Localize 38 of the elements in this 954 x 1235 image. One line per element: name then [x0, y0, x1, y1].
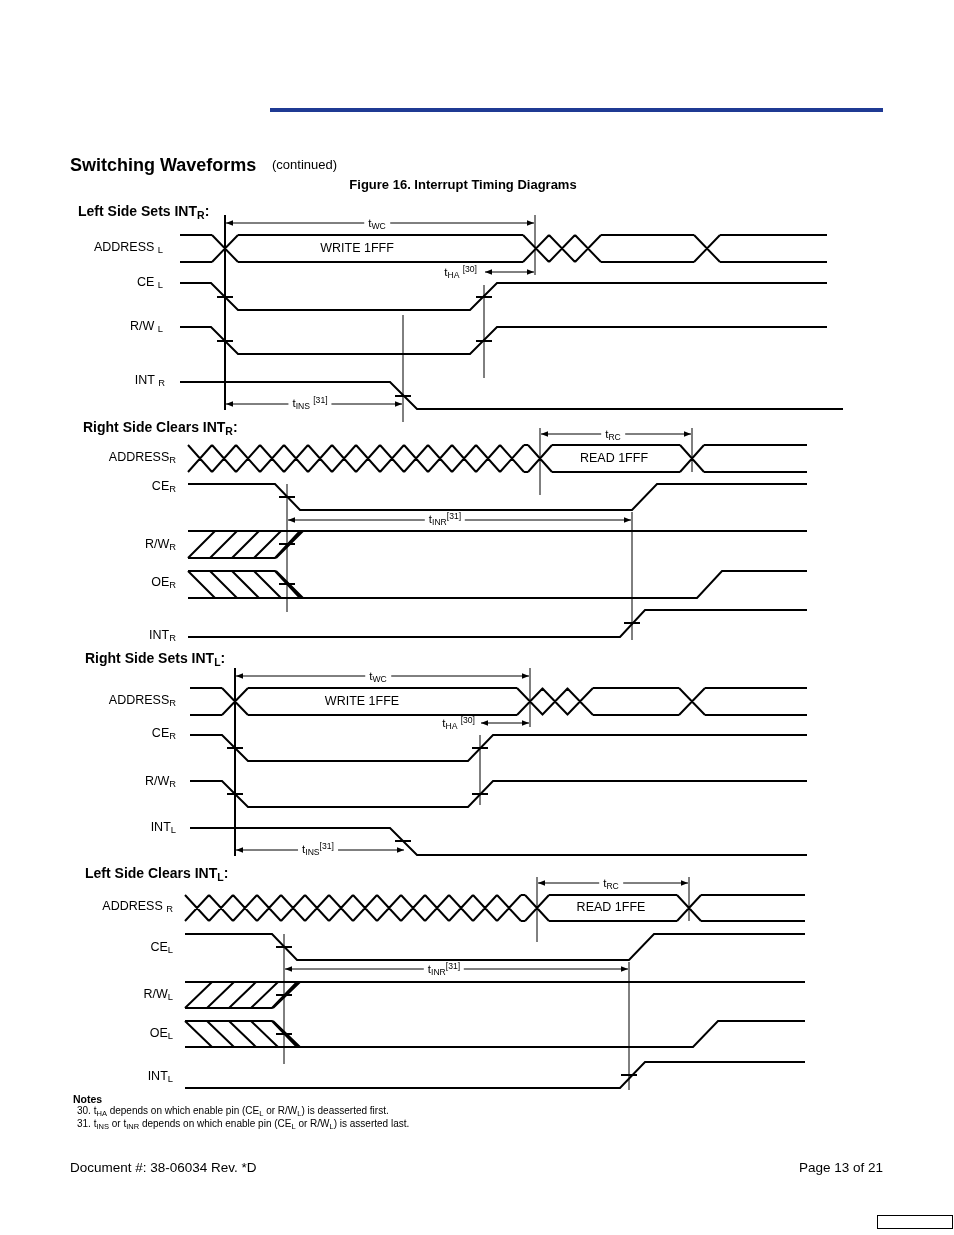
page-number: Page 13 of 21: [798, 1160, 883, 1177]
signal-name: CE$_{R}$: [151, 726, 176, 742]
footnote: 30. t$_{HA}$ depends on which enable pin (CE$_{L}$ or R/W$_{L}$) is deasserted first.: [77, 1105, 389, 1118]
signal-name: ADDRESS $_{R}$: [102, 899, 173, 915]
signal-name: CE$_{R}$: [151, 479, 176, 495]
document-number: Document #: 38-06034 Rev. *D: [70, 1160, 257, 1177]
bus-value: WRITE 1FFE: [324, 694, 400, 710]
signal-name: CE $_{L}$: [136, 275, 163, 291]
signal-name: OE$_{L}$: [149, 1026, 173, 1042]
signal-name: R/W$_{R}$: [144, 537, 176, 553]
signal-name: INT$_{L}$: [147, 1069, 173, 1085]
signal-name: OE$_{R}$: [151, 575, 176, 591]
signal-name: INT$_{L}$: [150, 820, 176, 836]
signal-name: INT$_{R}$: [149, 628, 176, 644]
signal-name: R/W$_{L}$: [143, 987, 173, 1003]
timing-label: t$_{RC}$: [601, 427, 625, 442]
timing-label: t$_{WC}$: [365, 669, 391, 684]
figure-caption: Figure 16. Interrupt Timing Diagrams: [349, 177, 577, 194]
section-heading: Right Side Clears INT$_{R}$:: [83, 419, 238, 437]
bus-value: READ 1FFF: [579, 451, 649, 467]
timing-label: t$_{WC}$: [364, 216, 390, 231]
notes-heading: Notes: [73, 1093, 103, 1106]
signal-name: ADDRESS$_{R}$: [108, 693, 176, 709]
page-heading: Switching Waveforms: [70, 154, 257, 177]
timing-label: t$_{RC}$: [599, 876, 623, 891]
bus-value: WRITE 1FFF: [320, 241, 394, 257]
section-heading: Right Side Sets INT$_{L}$:: [85, 650, 226, 668]
signal-name: R/W$_{R}$: [144, 774, 176, 790]
signal-name: R/W $_{L}$: [130, 319, 163, 335]
signal-name: INT $_{R}$: [134, 373, 165, 389]
signal-name: CE$_{L}$: [150, 940, 173, 956]
signal-name: ADDRESS $_{L}$: [93, 240, 163, 256]
footnote: 31. t$_{INS}$ or t$_{INR}$ depends on which enable pin (CE$_{L}$ or R/W$_{L}$) is asserted last.: [77, 1118, 410, 1131]
signal-name: ADDRESS$_{R}$: [108, 450, 176, 466]
section-heading: Left Side Clears INT$_{L}$:: [85, 865, 229, 883]
subtitle: (continued): [272, 157, 338, 174]
section-heading: Left Side Sets INT$_{R}$:: [78, 203, 210, 221]
bus-value: READ 1FFE: [576, 900, 646, 916]
